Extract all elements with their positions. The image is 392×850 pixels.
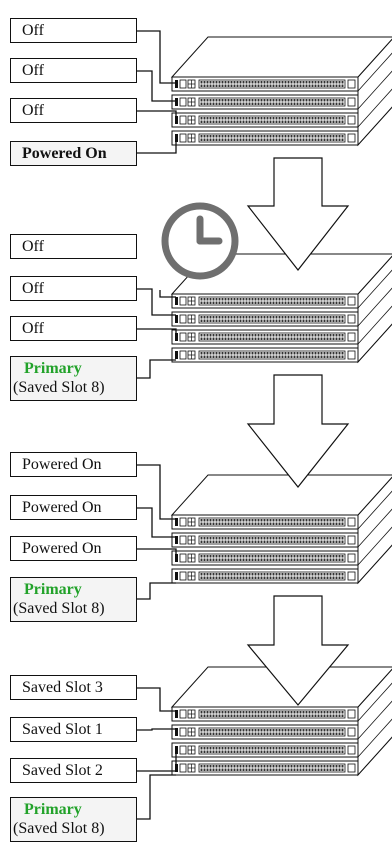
connector-line [137,110,177,119]
switch-unit [171,130,359,146]
primary-label: Primary (Saved Slot 8) [10,356,137,401]
switch-unit [171,532,359,548]
connector-line [137,687,176,712]
switch-unit [171,76,359,92]
switch-status-label: Off [10,276,137,301]
primary-saved-slot: (Saved Slot 8) [13,379,105,396]
connector-line [137,747,177,772]
switch-unit [171,311,359,327]
connector-line [137,359,176,379]
down-arrow-icon [246,157,350,271]
switch-status-label: Saved Slot 2 [10,758,137,783]
switch-unit [171,112,359,128]
down-arrow-icon [246,374,350,488]
switch-unit [171,550,359,566]
switch-unit [171,347,359,363]
switch-status-label: Off [10,98,137,123]
switch-unit [171,568,359,584]
switch-status-label: Off [10,18,137,43]
primary-title: Primary [24,360,82,377]
primary-label: Primary (Saved Slot 8) [10,797,137,842]
switch-stack [170,666,392,777]
connector-line [137,328,177,333]
connector-line [137,582,176,600]
connector-line [137,137,177,154]
connector-line [159,290,176,298]
switch-stack [170,36,392,147]
primary-title: Primary [24,801,82,818]
switch-unit [171,760,359,776]
primary-label: Primary (Saved Slot 8) [10,577,137,622]
switch-status-label: Off [10,234,137,259]
clock-icon [161,202,239,280]
switch-status-label: Powered On [10,495,137,520]
primary-saved-slot: (Saved Slot 8) [13,600,105,617]
switch-status-label: Powered On [10,452,137,477]
switch-status-label: Off [10,316,137,341]
switch-unit [171,706,359,722]
switch-status-label: Saved Slot 3 [10,675,137,700]
switch-status-label: Powered On [10,536,137,561]
switch-unit [171,329,359,345]
switch-unit [171,293,359,309]
switch-status-label-powered-on: Powered On [10,141,137,166]
connector-line [137,774,176,820]
connector-line [137,548,177,555]
connector-line [137,70,176,102]
switch-unit [171,724,359,740]
down-arrow-icon [246,595,350,706]
switch-unit [171,94,359,110]
switch-status-label: Saved Slot 1 [10,717,137,742]
connector-line [137,288,176,316]
primary-title: Primary [24,581,82,598]
connector-line [137,507,176,538]
switch-status-label: Off [10,58,137,83]
switch-stack [170,474,392,585]
connector-line [137,30,176,84]
primary-saved-slot: (Saved Slot 8) [13,820,105,837]
switch-unit [171,514,359,530]
switch-unit [171,742,359,758]
connector-line [137,728,176,731]
connector-line [137,464,176,520]
